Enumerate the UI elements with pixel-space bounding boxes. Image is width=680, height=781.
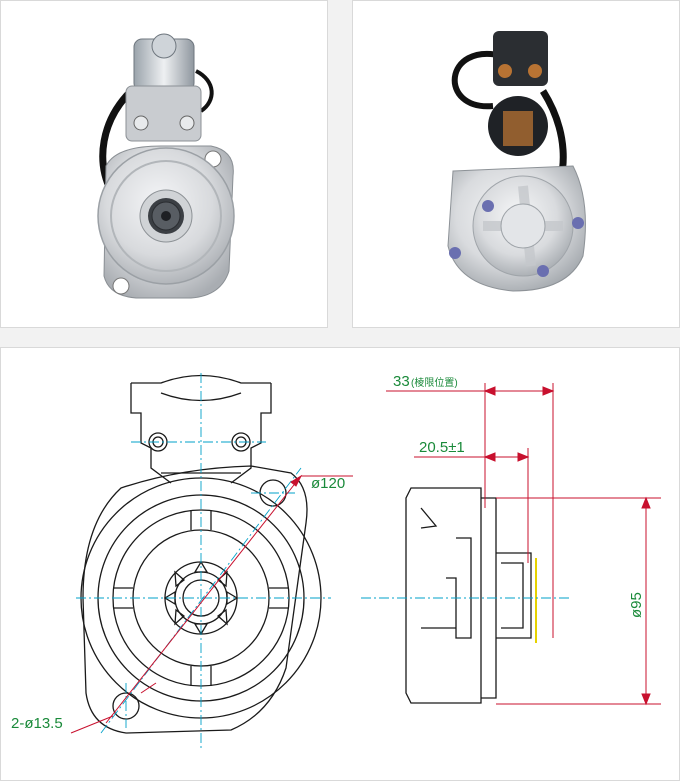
front-centerlines xyxy=(76,373,331,748)
technical-drawing: ø120 2-ø13.5 xyxy=(0,347,680,781)
photo-rear-view xyxy=(352,0,680,328)
label-dim-33: 33 xyxy=(393,373,410,390)
side-dimensions xyxy=(386,383,661,706)
side-view xyxy=(405,487,532,704)
label-dim-20-5: 20.5±1 xyxy=(419,439,465,456)
dimension-drawing: ø120 2-ø13.5 xyxy=(11,373,661,748)
starter-motor-front-illustration xyxy=(97,33,235,299)
pinion-gear-icon xyxy=(148,198,184,234)
photo-front-view xyxy=(0,0,328,328)
label-dim-33-note: (棱限位置) xyxy=(411,376,458,389)
label-dia-95: ø95 xyxy=(628,592,645,618)
front-dimensions xyxy=(70,474,353,734)
starter-motor-rear-illustration xyxy=(447,31,586,292)
label-holes: 2-ø13.5 xyxy=(11,715,63,732)
label-dia-120: ø120 xyxy=(311,475,345,492)
